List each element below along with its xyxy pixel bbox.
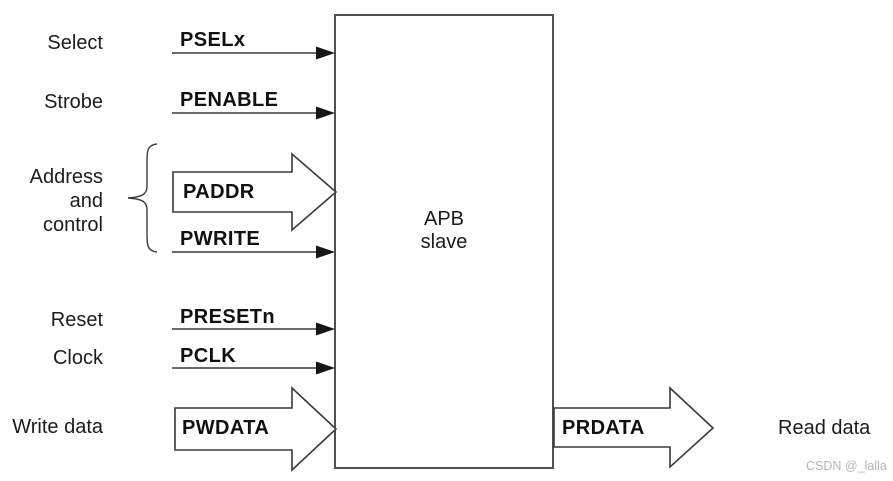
label-clock: Clock <box>52 347 103 369</box>
label-address-and-control: Address and control <box>0 165 103 237</box>
penable-arrow <box>172 106 335 120</box>
label-select: Select <box>47 32 103 54</box>
arrowhead-icon <box>316 245 335 259</box>
arrowhead-icon <box>316 361 335 375</box>
watermark-text: CSDN @_lalla <box>806 459 887 473</box>
arrowhead-icon <box>316 106 335 120</box>
label-address-line3: control <box>42 214 103 236</box>
block-title-line2: slave <box>420 231 468 253</box>
pwrite-arrow <box>172 245 335 259</box>
label-address-line2: and <box>69 190 103 212</box>
arrowhead-icon <box>316 322 335 336</box>
pselx-arrow <box>172 46 335 60</box>
label-address-line1: Address <box>29 166 103 188</box>
paddr-bus-arrow <box>172 152 338 232</box>
label-strobe: Strobe <box>44 91 103 113</box>
signal-penable: PENABLE <box>180 89 279 111</box>
pwdata-bus-arrow <box>174 386 338 472</box>
signal-pwdata: PWDATA <box>182 417 270 439</box>
signal-prdata: PRDATA <box>562 417 645 439</box>
signal-pwrite: PWRITE <box>180 228 261 250</box>
signal-pselx: PSELx <box>180 29 246 51</box>
prdata-bus-arrow <box>553 386 715 469</box>
arrowhead-icon <box>316 46 335 60</box>
label-reset: Reset <box>50 309 103 331</box>
apb-slave-block <box>334 14 554 469</box>
signal-pclk: PCLK <box>180 345 237 367</box>
apb-slave-block-title: APB slave <box>335 208 553 254</box>
signal-presetn: PRESETn <box>180 306 276 328</box>
address-control-brace <box>127 143 158 253</box>
presetn-arrow <box>172 322 335 336</box>
pclk-arrow <box>172 361 335 375</box>
block-title-line1: APB <box>423 208 465 230</box>
label-read-data: Read data <box>778 417 871 439</box>
label-write-data: Write data <box>12 416 103 438</box>
signal-paddr: PADDR <box>183 181 255 203</box>
